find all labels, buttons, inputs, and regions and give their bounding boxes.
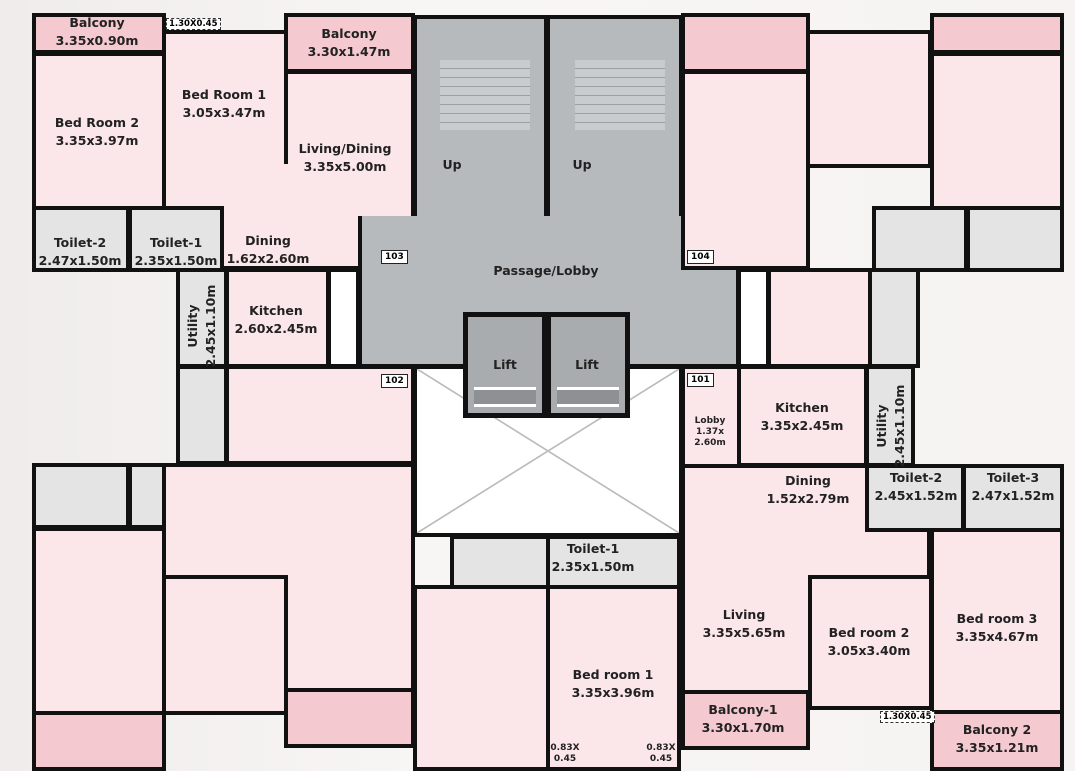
unit-104-balcony-a (681, 13, 810, 73)
duct-right (737, 268, 770, 368)
unit-number-104: 104 (687, 250, 714, 264)
lift-1[interactable] (463, 312, 547, 418)
stair-right-steps (575, 60, 665, 130)
unit-103-bedroom-2 (32, 52, 166, 210)
passage-lobby-label: Passage/Lobby (493, 263, 599, 278)
unit-102-bedroom-c (413, 585, 550, 771)
ledge-101: 1.30X0.45 (880, 711, 935, 723)
unit-104-utility (868, 268, 920, 368)
unit-102-balcony-b (284, 688, 415, 748)
unit-104-living (681, 70, 810, 270)
unit-101-kitchen (737, 365, 868, 467)
unit-number-101: 101 (687, 373, 714, 387)
unit-104-bedroom-b (930, 52, 1064, 210)
stair-left-steps (440, 60, 530, 130)
unit-101-bedroom-1 (546, 585, 681, 771)
unit-101-utility (865, 365, 915, 467)
duct-left (327, 268, 360, 368)
unit-102-utility (176, 365, 228, 465)
ledge-103: 1.30X0.45 (166, 18, 221, 30)
unit-102-toilet-c (450, 535, 550, 589)
unit-102-toilet-a (32, 463, 130, 529)
unit-101-balcony-1 (681, 690, 810, 750)
unit-102-bedroom-b (162, 575, 288, 715)
unit-102-bedroom-a (32, 527, 166, 715)
stair-right-label: Up (572, 157, 592, 172)
lift-2[interactable] (546, 312, 630, 418)
unit-104-toilet-b (966, 206, 1064, 272)
lift-1-label: Lift (493, 357, 517, 372)
unit-number-102: 102 (381, 374, 408, 388)
unit-101-toilet-3 (962, 464, 1064, 532)
unit-number-103: 103 (381, 250, 408, 264)
lift-2-label: Lift (575, 357, 599, 372)
stair-left-label: Up (442, 157, 462, 172)
unit-104-balcony-b (930, 13, 1064, 54)
unit-104-bedroom-a (806, 30, 932, 168)
unit-104-toilet-a (872, 206, 968, 272)
unit-104-kitchen (767, 268, 872, 368)
unit-102-balcony-a (32, 711, 166, 771)
